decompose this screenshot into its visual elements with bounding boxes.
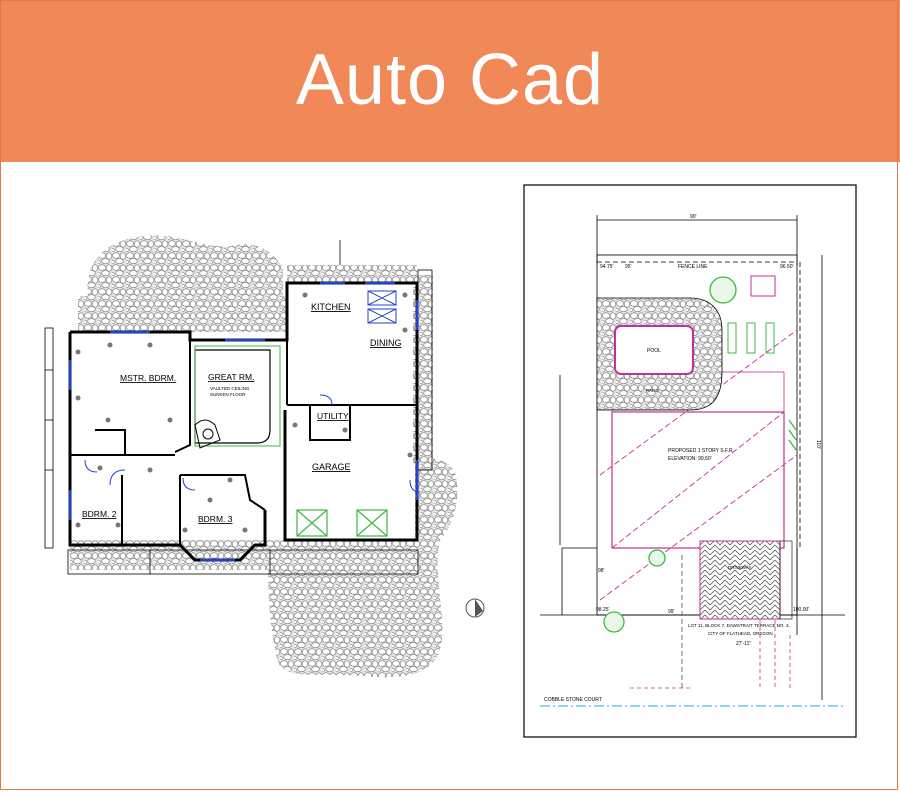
room-label-master: MSTR. BDRM.	[120, 373, 176, 383]
site-elev-98: 98'	[598, 568, 605, 574]
tree-icon	[603, 611, 625, 633]
site-elev-br: 100.00'	[793, 607, 809, 613]
interior-walls	[70, 340, 417, 545]
site-elev-tl: 94.75'	[600, 264, 614, 270]
site-lot-line1: LOT 11, BLOCK 7, DAWSTRAIT TERRACE NO. 3…	[688, 623, 790, 628]
site-plan-sheet	[523, 184, 857, 738]
room-label-bdrm2: BDRM. 2	[82, 509, 117, 519]
site-elevation-label: ELEVATION: 99.50'	[668, 456, 712, 462]
room-label-bdrm3: BDRM. 3	[198, 514, 233, 524]
stone-area-top	[87, 235, 283, 298]
north-arrow-icon	[465, 598, 485, 618]
room-label-great: GREAT RM.	[208, 372, 254, 382]
site-fence-line: FENCE LINE	[678, 264, 708, 270]
driveway	[699, 540, 781, 620]
site-elev-bl: 98.25'	[596, 607, 610, 613]
site-elev-99: 99'	[668, 609, 675, 615]
site-driveway-label: DRIVEWAY	[728, 565, 752, 570]
site-pool-label: POOL	[647, 348, 661, 354]
stone-strip-top	[287, 265, 417, 283]
site-street-name: COBBLE STONE COURT	[544, 697, 602, 703]
pool	[614, 325, 694, 375]
stone-area-right	[268, 458, 458, 678]
site-frontage-dim: 27'-11"	[736, 641, 751, 647]
title-banner: Auto Cad	[0, 0, 900, 162]
room-label-utility: UTILITY	[317, 411, 349, 421]
site-top-dim: 90'	[690, 214, 697, 220]
room-label-dining: DINING	[370, 338, 402, 348]
site-plan: 90' 94.75' 95' FENCE LINE 96.50' POOL PA…	[523, 184, 857, 738]
site-elev-tr: 96.50'	[780, 264, 794, 270]
fireplace	[194, 419, 221, 449]
site-lot-line2: CITY OF FLATHEAD, OREGON	[708, 631, 773, 636]
page-title: Auto Cad	[295, 40, 605, 120]
room-note-vaulted: VAULTED CEILING	[210, 386, 250, 391]
tree-icon	[648, 549, 666, 567]
tree-icon	[709, 276, 737, 304]
room-note-sunken: SUNKEN FLOOR	[210, 392, 246, 397]
room-label-kitchen: KITCHEN	[311, 302, 351, 312]
site-side-dim: 110'	[815, 440, 821, 449]
site-proposed-label: PROPOSED 1 STORY S.F.R	[668, 448, 733, 454]
room-label-garage: GARAGE	[312, 462, 351, 472]
sunken-floor	[194, 349, 271, 444]
stone-path-top	[78, 296, 288, 332]
site-patio-label: PATIO	[646, 388, 659, 393]
site-elev-95: 95'	[625, 264, 632, 270]
floor-plan: KITCHEN DINING MSTR. BDRM. GREAT RM. VAU…	[44, 235, 485, 678]
